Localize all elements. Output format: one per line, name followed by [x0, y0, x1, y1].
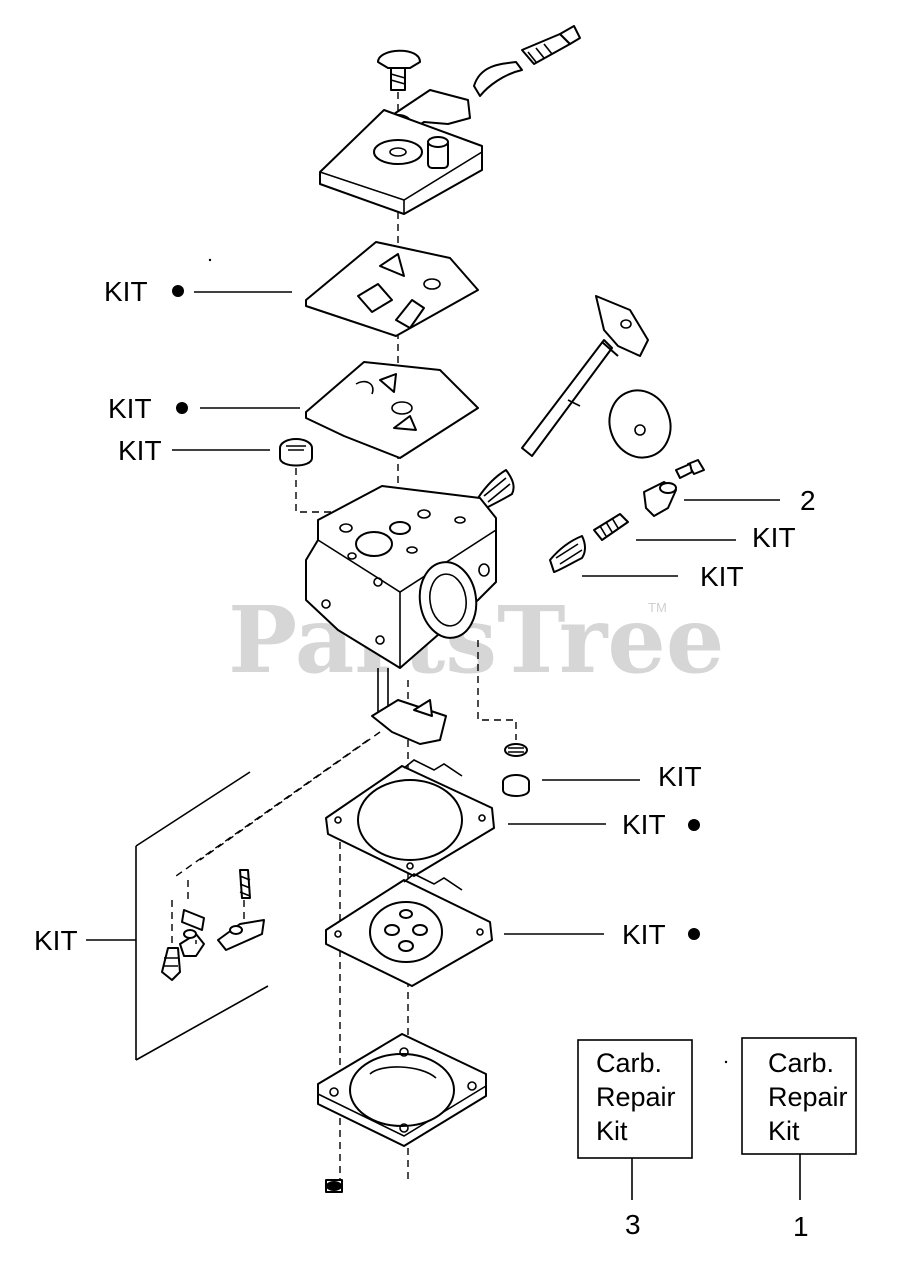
- needle-spring-part: [549, 535, 586, 573]
- callout-inlet-screen-kit: KIT: [118, 435, 270, 466]
- lower-screen-axis: [477, 640, 517, 740]
- callout-spring-kit: KIT: [582, 561, 744, 592]
- callout-metering-parts-kit-label: KIT: [34, 925, 78, 956]
- high-speed-needle-part: [593, 513, 629, 541]
- throttle-screw-part: [675, 459, 705, 479]
- metering-lever-small-part: [179, 929, 205, 957]
- pump-gasket-part: [305, 241, 479, 337]
- scan-dot: [724, 1060, 728, 1064]
- kit-box-3-ref: 3: [625, 1209, 641, 1240]
- metering-spring-part: [239, 869, 251, 899]
- bracket-bottom: [135, 985, 269, 1061]
- callout-metering-gasket-kit: KIT: [508, 809, 700, 840]
- callout-inlet-screen-kit-label: KIT: [118, 435, 162, 466]
- callout-spring-kit-label: KIT: [700, 561, 744, 592]
- scan-dot: [208, 258, 212, 262]
- adjusting-needle-part: [473, 25, 581, 97]
- callout-pump-diaphragm-kit-label: KIT: [108, 393, 152, 424]
- metering-pin-part: [181, 909, 205, 931]
- kit-box-1-line3: Kit: [768, 1116, 800, 1146]
- callout-welch-plug-kit-label: KIT: [658, 761, 702, 792]
- bracket-top: [135, 771, 251, 847]
- callout-metering-diaphragm-kit: KIT: [504, 919, 700, 950]
- callout-pump-diaphragm-kit: KIT: [108, 393, 300, 424]
- top-screw-part: [377, 49, 421, 91]
- metering-lever-part: [371, 668, 447, 745]
- callout-gasket-kit-label: KIT: [104, 276, 148, 307]
- throttle-plate-part: [608, 389, 672, 459]
- metering-gasket-part: [325, 759, 495, 877]
- inlet-screen-part: [279, 438, 313, 467]
- callout-metering-diaphragm-kit-label: KIT: [622, 919, 666, 950]
- callout-needle-kit-label: KIT: [752, 522, 796, 553]
- cover-screw-part: [325, 1179, 343, 1193]
- metering-needle-part: [161, 947, 181, 981]
- lower-screen-part: [504, 743, 528, 757]
- carburetor-body-part: [305, 485, 497, 669]
- kit-box-1-ref: 1: [793, 1211, 809, 1242]
- kit-bullet-icon: [176, 402, 188, 414]
- welch-plug-part: [502, 774, 530, 797]
- pump-diaphragm-part: [305, 361, 479, 459]
- callout-metering-parts-kit: KIT: [34, 925, 136, 956]
- kit-box-3-line3: Kit: [596, 1116, 628, 1146]
- metering-cover-part: [317, 1033, 487, 1147]
- callout-needle-kit: KIT: [636, 522, 796, 553]
- callout-metering-gasket-kit-label: KIT: [622, 809, 666, 840]
- callout-item-2: 2: [684, 485, 816, 516]
- callout-welch-plug-kit: KIT: [542, 761, 702, 792]
- kit-box-3-line2: Repair: [596, 1082, 676, 1112]
- kit-bullet-icon: [688, 819, 700, 831]
- kit-box-3-line1: Carb.: [596, 1048, 662, 1078]
- lever-stop-part: [643, 481, 677, 517]
- watermark-trademark: TM: [648, 600, 667, 615]
- kit-bullet-icon: [172, 285, 184, 297]
- throttle-spring-part: [477, 469, 515, 511]
- metering-arm-part: [217, 919, 265, 951]
- repair-kit-box-1: Carb. Repair Kit 1: [741, 1037, 857, 1242]
- metering-diaphragm-part: [325, 873, 493, 987]
- callout-gasket-kit: KIT: [104, 276, 292, 307]
- throttle-shaft-part: [521, 295, 649, 457]
- repair-kit-box-3: Carb. Repair Kit 3: [577, 1039, 693, 1240]
- pump-cover-part: [319, 109, 483, 215]
- kit-box-1-line2: Repair: [768, 1082, 848, 1112]
- callout-item-2-label: 2: [800, 485, 816, 516]
- metering-group-axis-2: [175, 739, 369, 877]
- kit-box-1-line1: Carb.: [768, 1048, 834, 1078]
- kit-bullet-icon: [688, 928, 700, 940]
